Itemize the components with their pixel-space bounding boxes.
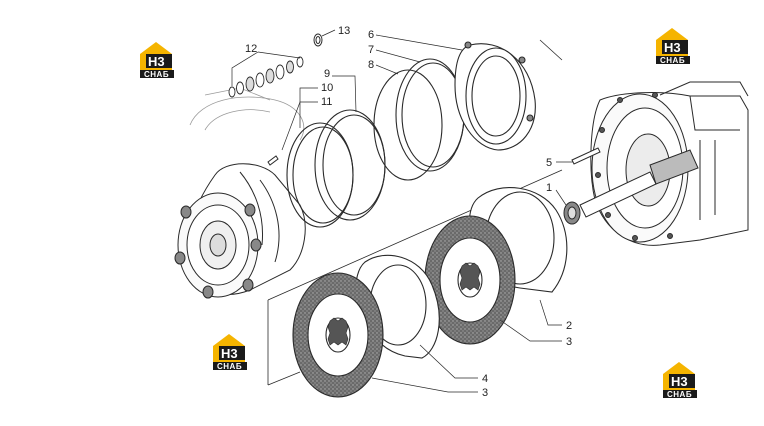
part-7-8-o-rings	[373, 58, 465, 181]
callout-2: 2	[566, 320, 572, 332]
dowel-pin	[267, 155, 279, 166]
part-9-10-11-seal-rings	[286, 109, 386, 228]
callout-3-right: 3	[566, 336, 572, 348]
callout-12: 12	[245, 43, 257, 55]
callout-13: 13	[338, 25, 350, 37]
svg-text:СНАБ: СНАБ	[144, 70, 169, 79]
part-12-seal-kit	[228, 56, 304, 98]
svg-text:СНАБ: СНАБ	[660, 56, 685, 65]
callout-11: 11	[321, 96, 332, 108]
watermark-logo-bottom-right: H3 СНАБ	[663, 362, 697, 399]
callout-6: 6	[368, 29, 374, 41]
callout-9: 9	[324, 68, 330, 80]
watermark-logo-bottom-left: H3 СНАБ	[213, 334, 247, 371]
callout-3-left: 3	[482, 387, 488, 399]
part-3-friction-disc-right	[424, 215, 516, 345]
wheel-hub-housing	[174, 163, 306, 299]
part-13-small-ring	[313, 33, 323, 47]
callout-5: 5	[546, 157, 552, 169]
svg-text:H3: H3	[671, 374, 688, 389]
part-5-pin	[571, 147, 601, 165]
watermark-logo-top-left: H3 СНАБ	[140, 42, 174, 79]
part-1-splined-shaft	[563, 149, 699, 225]
callout-4: 4	[482, 373, 488, 385]
callout-10: 10	[321, 82, 333, 94]
svg-text:H3: H3	[148, 54, 165, 69]
svg-text:СНАБ: СНАБ	[667, 390, 692, 399]
callout-1: 1	[546, 182, 552, 194]
part-6-piston-cover	[454, 41, 536, 151]
callout-8: 8	[368, 59, 374, 71]
svg-text:СНАБ: СНАБ	[217, 362, 242, 371]
part-4-steel-plate-left	[355, 254, 440, 359]
background-housing-outline	[189, 87, 305, 141]
callout-7: 7	[368, 44, 374, 56]
part-3-friction-disc-left	[292, 272, 384, 398]
svg-text:H3: H3	[664, 40, 681, 55]
callout-leaders	[231, 29, 573, 393]
watermark-logo-top-right: H3 СНАБ	[656, 28, 690, 65]
svg-text:H3: H3	[221, 346, 238, 361]
